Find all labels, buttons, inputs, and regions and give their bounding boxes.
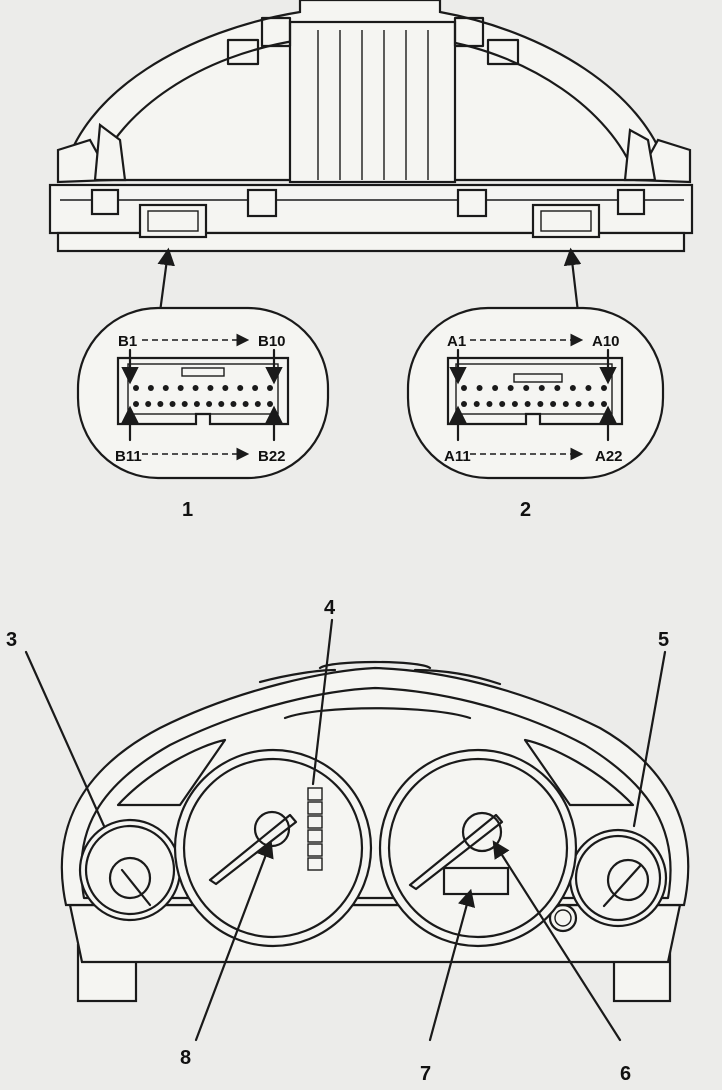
connector-pin bbox=[585, 385, 592, 391]
tacho-display-window bbox=[442, 866, 510, 896]
connector-pin bbox=[193, 401, 200, 407]
odometer-display bbox=[307, 787, 323, 871]
connector-b-detail: B1 B10 B11 B22 bbox=[76, 306, 330, 480]
connector-pin bbox=[207, 385, 214, 391]
callout-8: 8 bbox=[180, 1047, 191, 1069]
connector-pin bbox=[476, 385, 483, 391]
leader-arrow-a bbox=[563, 247, 582, 314]
pin-b10-label: B10 bbox=[258, 333, 286, 350]
connector-pin bbox=[492, 385, 499, 391]
connector-pin bbox=[192, 385, 199, 391]
connector-pin bbox=[230, 401, 237, 407]
connector-pin bbox=[147, 385, 154, 391]
connector-pin bbox=[222, 385, 229, 391]
connector-pin bbox=[177, 385, 184, 391]
callout-1: 1 bbox=[182, 499, 193, 521]
callout-2: 2 bbox=[520, 499, 531, 521]
connector-pin bbox=[461, 401, 467, 407]
connector-pin bbox=[133, 385, 139, 391]
connector-pin bbox=[181, 401, 188, 407]
connector-pin bbox=[461, 385, 467, 391]
connector-a-detail: A1 A10 A11 A22 bbox=[406, 306, 665, 480]
connector-pin bbox=[473, 401, 480, 407]
connector-pin bbox=[145, 401, 152, 407]
callout-5: 5 bbox=[658, 629, 669, 651]
connector-pin bbox=[486, 401, 493, 407]
connector-pin bbox=[252, 385, 259, 391]
pin-a22-label: A22 bbox=[595, 448, 623, 465]
connector-pin bbox=[133, 401, 139, 407]
pin-a11-label: A11 bbox=[444, 448, 471, 465]
connector-pin bbox=[524, 401, 531, 407]
callout-3: 3 bbox=[6, 629, 17, 651]
connector-pin bbox=[267, 401, 273, 407]
connector-pin bbox=[237, 385, 244, 391]
pin-a10-label: A10 bbox=[592, 333, 620, 350]
pin-b11-label: B11 bbox=[115, 448, 142, 465]
socket-b bbox=[138, 203, 208, 239]
connector-pin bbox=[507, 385, 514, 391]
connector-pin bbox=[537, 401, 544, 407]
connector-pin bbox=[169, 401, 176, 407]
connector-pin bbox=[162, 385, 169, 391]
callout-4: 4 bbox=[324, 597, 336, 619]
connector-pin bbox=[218, 401, 225, 407]
connector-pin bbox=[554, 385, 561, 391]
connector-pin bbox=[601, 385, 607, 391]
connector-pin bbox=[206, 401, 213, 407]
cluster-rear-view bbox=[48, 0, 694, 253]
socket-a bbox=[531, 203, 601, 239]
connector-pin bbox=[511, 401, 518, 407]
cluster-front-view bbox=[60, 660, 690, 1003]
connector-pin bbox=[157, 401, 164, 407]
connector-pin bbox=[550, 401, 557, 407]
pin-b22-label: B22 bbox=[258, 448, 286, 465]
pin-b1-label: B1 bbox=[118, 333, 137, 350]
callout-7: 7 bbox=[420, 1063, 431, 1085]
connector-pin bbox=[588, 401, 595, 407]
connector-pin bbox=[601, 401, 607, 407]
connector-pin bbox=[499, 401, 506, 407]
connector-pin bbox=[562, 401, 569, 407]
connector-pin bbox=[575, 401, 582, 407]
callout-6: 6 bbox=[620, 1063, 631, 1085]
pin-a1-label: A1 bbox=[447, 333, 466, 350]
connector-pin bbox=[523, 385, 530, 391]
connector-pin bbox=[569, 385, 576, 391]
connector-pin bbox=[242, 401, 249, 407]
connector-pin bbox=[267, 385, 273, 391]
connector-pin bbox=[254, 401, 261, 407]
connector-pin bbox=[538, 385, 545, 391]
leader-arrow-b bbox=[157, 247, 175, 314]
